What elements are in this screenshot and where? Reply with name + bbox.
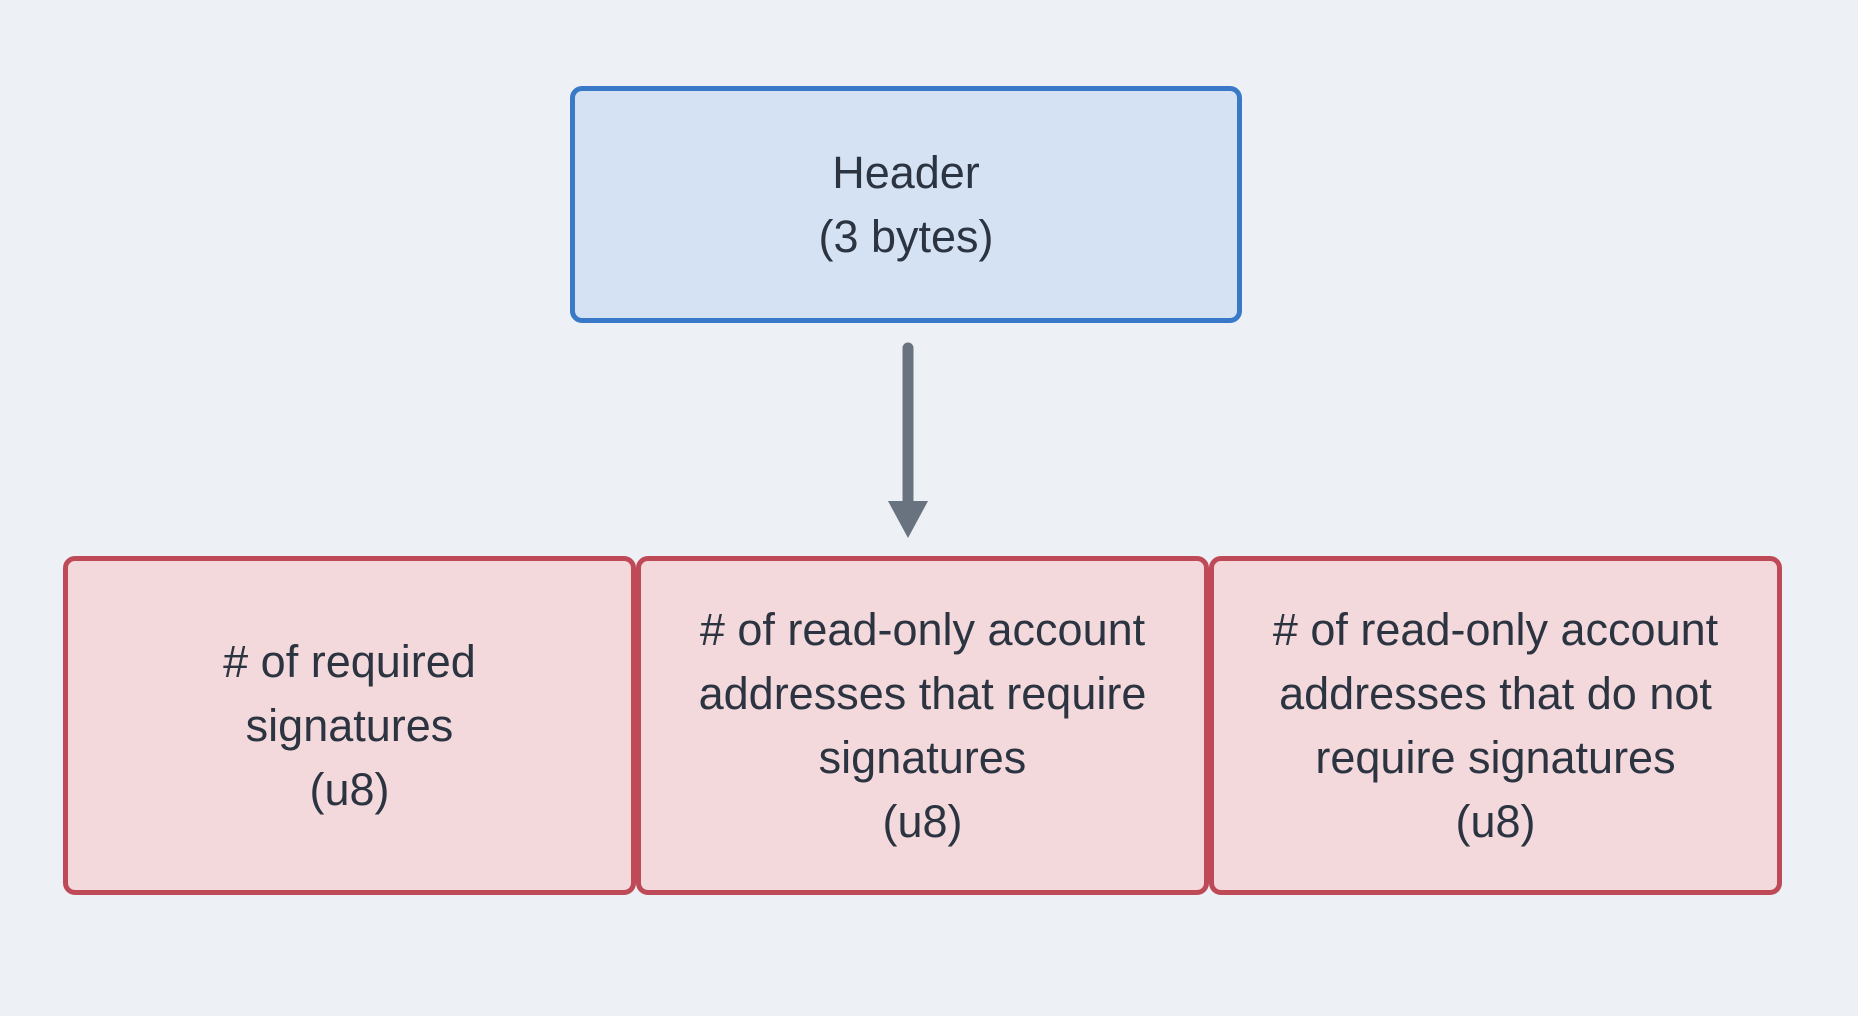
- field-node-required-signatures: # of required signatures (u8): [63, 556, 636, 895]
- field-node-label: # of required signatures (u8): [223, 635, 476, 815]
- fields-row: # of required signatures (u8) # of read-…: [63, 556, 1782, 895]
- field-node-label: # of read-only account addresses that do…: [1272, 603, 1719, 847]
- field-node-readonly-unsigned: # of read-only account addresses that do…: [1209, 556, 1782, 895]
- down-arrow-icon: [888, 342, 928, 538]
- field-node-label: # of read-only account addresses that re…: [698, 603, 1147, 847]
- header-node-label: Header (3 bytes): [818, 146, 994, 262]
- header-node: Header (3 bytes): [570, 86, 1242, 323]
- field-node-readonly-signed: # of read-only account addresses that re…: [636, 556, 1209, 895]
